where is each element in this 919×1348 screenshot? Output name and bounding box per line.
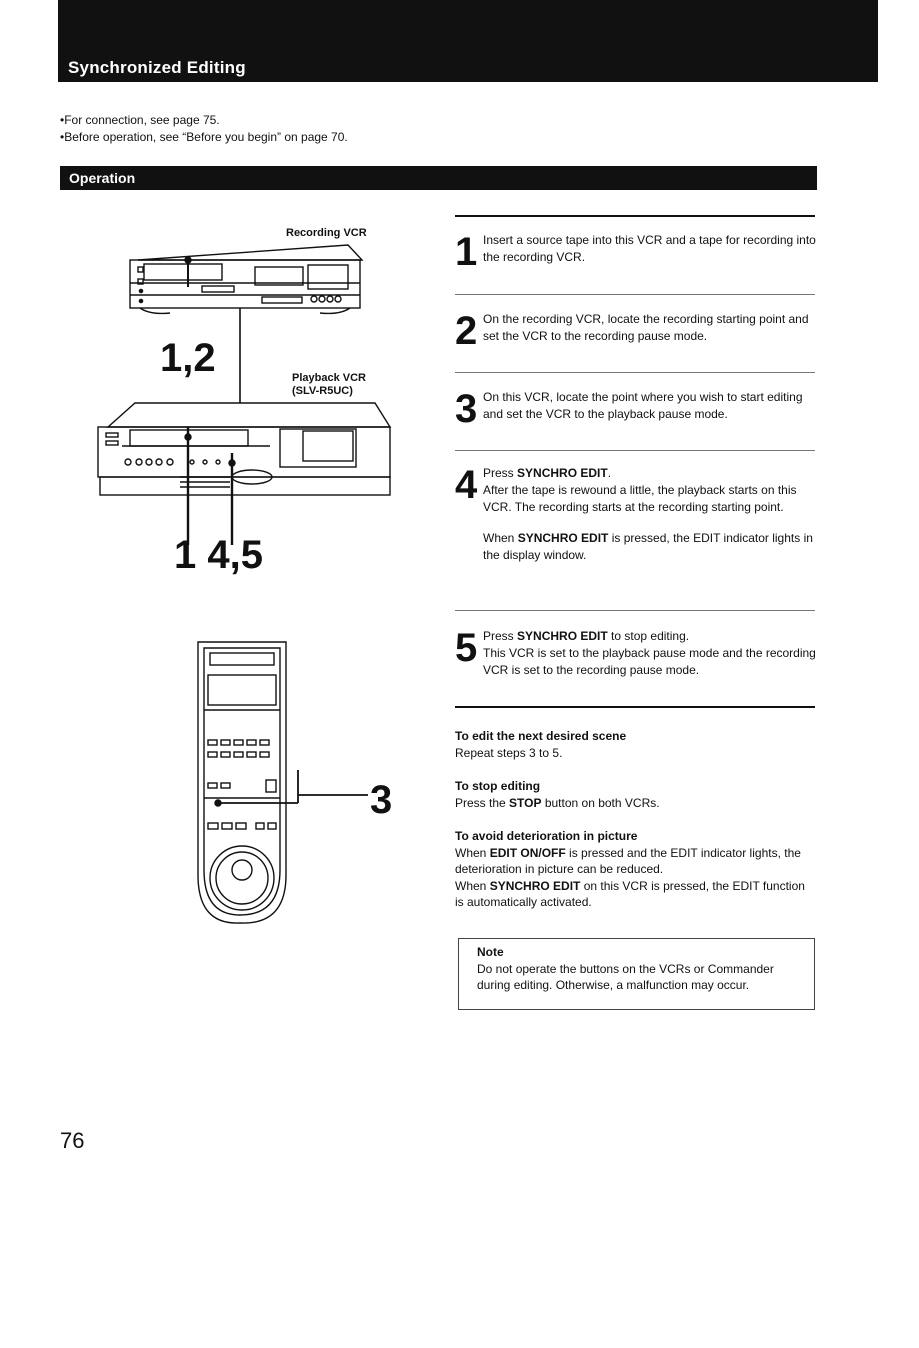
step-1-instruction: Insert a source tape into this VCR and a… [483,233,816,264]
section-title: Operation [69,170,136,186]
step-divider [455,372,815,373]
tip-heading: To stop editing [455,779,541,793]
callout-step-3: 3 [370,778,393,822]
header-bar: Synchronized Editing [58,0,878,82]
tip-heading: To avoid deterioration in picture [455,829,638,843]
step-1-number: 1 [455,230,478,274]
tip-stop-editing: To stop editing Press the STOP button on… [455,778,815,811]
steps-top-rule [455,215,815,217]
step-4-text: Press SYNCHRO EDIT. After the tape is re… [483,465,818,564]
playback-vcr-model-label: (SLV-R5UC) [292,385,353,397]
callout-steps-1-4-5: 1 4,5 [174,533,263,577]
note-body: Do not operate the buttons on the VCRs o… [477,961,774,993]
vcr-illustration-drawing [97,244,392,924]
playback-vcr-label: Playback VCR [292,372,366,384]
tip-body: Repeat steps 3 to 5. [455,745,563,760]
step-5-lead: Press SYNCHRO EDIT to stop editing. [483,629,690,643]
note-heading: Note [477,945,504,959]
step-3-text: On this VCR, locate the point where you … [483,389,818,423]
connection-illustration: Recording VCR Playback VCR (SLV-R5UC) 1,… [90,215,420,955]
callout-steps-1-2: 1,2 [160,336,216,380]
remote-commander-image [197,641,287,924]
recording-vcr-image [129,244,364,315]
step-4-number: 4 [455,463,478,507]
step-3-instruction: On this VCR, locate the point where you … [483,390,803,421]
section-header: Operation [60,166,817,190]
tip-body: Press the STOP button on both VCRs. [455,795,660,810]
step-5-instruction: This VCR is set to the playback pause mo… [483,646,816,677]
tip-next-scene: To edit the next desired scene Repeat st… [455,728,815,761]
recording-vcr-label: Recording VCR [286,227,367,239]
tip-body: When EDIT ON/OFF is pressed and the EDIT… [455,845,801,877]
step-1-text: Insert a source tape into this VCR and a… [483,232,818,266]
step-4-extra: When SYNCHRO EDIT is pressed, the EDIT i… [483,531,813,562]
tip-heading: To edit the next desired scene [455,729,627,743]
tip-avoid-deterioration: To avoid deterioration in picture When E… [455,828,815,911]
intro-before-note: •Before operation, see “Before you begin… [60,130,348,144]
page-number: 76 [60,1128,85,1153]
intro-notes: •For connection, see page 75. •Before op… [60,112,348,146]
step-4-lead: Press SYNCHRO EDIT. [483,466,612,480]
step-2-number: 2 [455,309,478,353]
step-4-instruction: After the tape is rewound a little, the … [483,483,797,514]
note-box: Note Do not operate the buttons on the V… [458,938,815,1010]
page-title: Synchronized Editing [68,58,246,77]
step-2-instruction: On the recording VCR, locate the recordi… [483,312,809,343]
tips-section: To edit the next desired scene Repeat st… [455,728,815,928]
intro-connection-note: •For connection, see page 75. [60,113,220,127]
step-divider [455,610,815,611]
step-5-text: Press SYNCHRO EDIT to stop editing. This… [483,628,818,679]
step-3-number: 3 [455,387,478,431]
playback-vcr-image [97,402,392,496]
step-divider [455,450,815,451]
tip-body: When SYNCHRO EDIT on this VCR is pressed… [455,878,805,910]
step-5-number: 5 [455,626,478,670]
step-2-text: On the recording VCR, locate the recordi… [483,311,818,345]
steps-bottom-rule [455,706,815,708]
step-divider [455,294,815,295]
